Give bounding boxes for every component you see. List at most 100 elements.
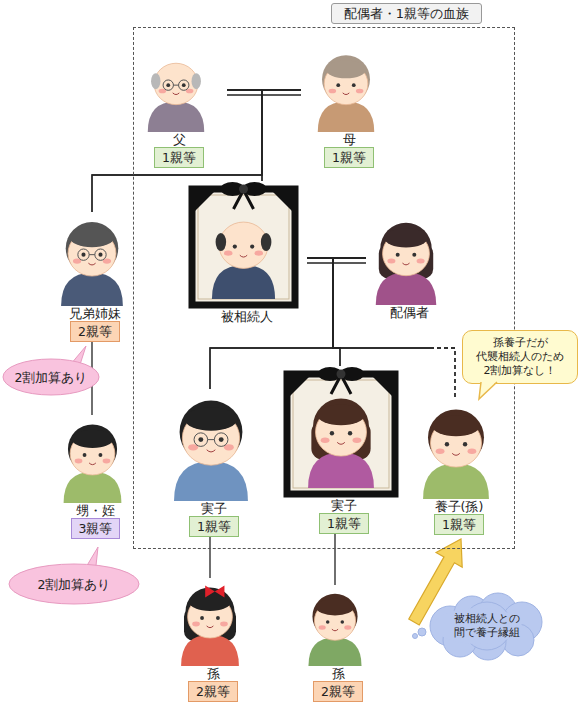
cheek [468, 448, 477, 453]
hair [384, 228, 427, 247]
family-line [262, 90, 301, 181]
family-line [333, 258, 366, 366]
body [308, 637, 361, 666]
callout-text: 孫養子だが 代襲相続人のため 2割加算なし！ [469, 336, 571, 378]
mouth [240, 255, 247, 257]
glasses [179, 80, 189, 90]
person-illustration [131, 46, 221, 132]
body [64, 472, 122, 503]
eye [412, 253, 416, 257]
mourning-ribbon [267, 186, 298, 217]
family-line [335, 534, 336, 585]
person-name: 父 [131, 132, 227, 147]
thought-cloud: 被相続人との 間で養子縁組 [428, 596, 546, 656]
photo-frame [293, 380, 389, 488]
person: 配偶者 [366, 213, 452, 320]
cheek [436, 448, 445, 453]
family-line [307, 258, 340, 366]
mouth [402, 263, 409, 265]
hair [317, 405, 364, 426]
hair [185, 407, 238, 430]
deceased-person: 実子1親等 [281, 366, 407, 534]
family-line [307, 258, 340, 366]
degree-badge: 1親等 [434, 514, 484, 535]
family-line [210, 537, 211, 578]
person-illustration [281, 366, 401, 498]
family-line [430, 348, 455, 399]
degree-badge: 2親等 [313, 681, 363, 702]
mouth [173, 93, 180, 95]
callout-tail [477, 381, 501, 401]
body [181, 635, 239, 666]
glasses [208, 439, 215, 440]
eye [326, 620, 330, 624]
family-line [262, 90, 301, 181]
person: 養子(孫)1親等 [416, 399, 502, 535]
cheek [255, 250, 263, 255]
person: 兄弟姉妹2親等 [42, 212, 148, 342]
note-text: 2割加算あり [38, 577, 111, 592]
family-line [209, 537, 210, 578]
cheek [220, 622, 228, 627]
family-line [227, 90, 262, 181]
mourning-ribbon [337, 370, 346, 379]
eye [219, 437, 224, 442]
hair [326, 60, 366, 78]
badge-row: 1親等 [416, 514, 502, 535]
mourning-ribbon [239, 185, 248, 194]
body [212, 265, 275, 299]
badge-row: 1親等 [131, 147, 227, 168]
cheek [356, 89, 364, 94]
person-illustration [186, 181, 301, 309]
family-line [92, 90, 262, 212]
photo-frame [192, 189, 295, 305]
cloud-dot [418, 628, 426, 636]
person-illustration [42, 212, 142, 306]
eye [83, 453, 87, 457]
region-box: 配偶者・1親等の血族父1親等母1親等被相続人配偶者実子1親等実子1親等養子(孫)… [133, 27, 515, 549]
mouth [207, 626, 214, 628]
degree-badge: 2親等 [70, 321, 120, 342]
deceased-person: 被相続人 [186, 181, 307, 324]
body [423, 464, 489, 499]
degree-badge: 3親等 [71, 518, 121, 539]
eye [445, 442, 449, 446]
person-illustration [290, 585, 380, 666]
person-name: 実子 [171, 501, 257, 516]
mouth [343, 93, 350, 95]
hair [72, 430, 113, 448]
eye [233, 244, 237, 248]
cheek [224, 250, 232, 255]
callout-tail [479, 381, 497, 399]
eye [99, 453, 103, 457]
eye [341, 620, 345, 624]
person-illustration [165, 578, 255, 666]
mouth [88, 263, 95, 265]
family-line [430, 348, 455, 399]
hair [432, 416, 479, 437]
family-line [227, 90, 301, 95]
person-illustration [301, 46, 391, 132]
ribbon [205, 586, 224, 598]
mouth [452, 453, 460, 455]
eye [200, 616, 204, 620]
badge-row: 1親等 [171, 516, 257, 537]
badge-row: 2親等 [290, 681, 386, 702]
family-line [92, 90, 262, 212]
mourning-ribbon [189, 186, 220, 217]
hair [216, 233, 227, 251]
person-illustration [366, 213, 446, 305]
badge-row: 1親等 [301, 147, 397, 168]
person-name: 実子 [281, 498, 407, 513]
body [61, 273, 123, 306]
body [308, 453, 374, 488]
badge-row: 3親等 [45, 518, 146, 539]
photo-frame [287, 374, 395, 494]
glasses [163, 80, 173, 90]
family-line [333, 258, 366, 366]
person-illustration [171, 389, 251, 501]
family-line [307, 262, 366, 263]
body [376, 272, 436, 305]
cheek [353, 437, 362, 442]
